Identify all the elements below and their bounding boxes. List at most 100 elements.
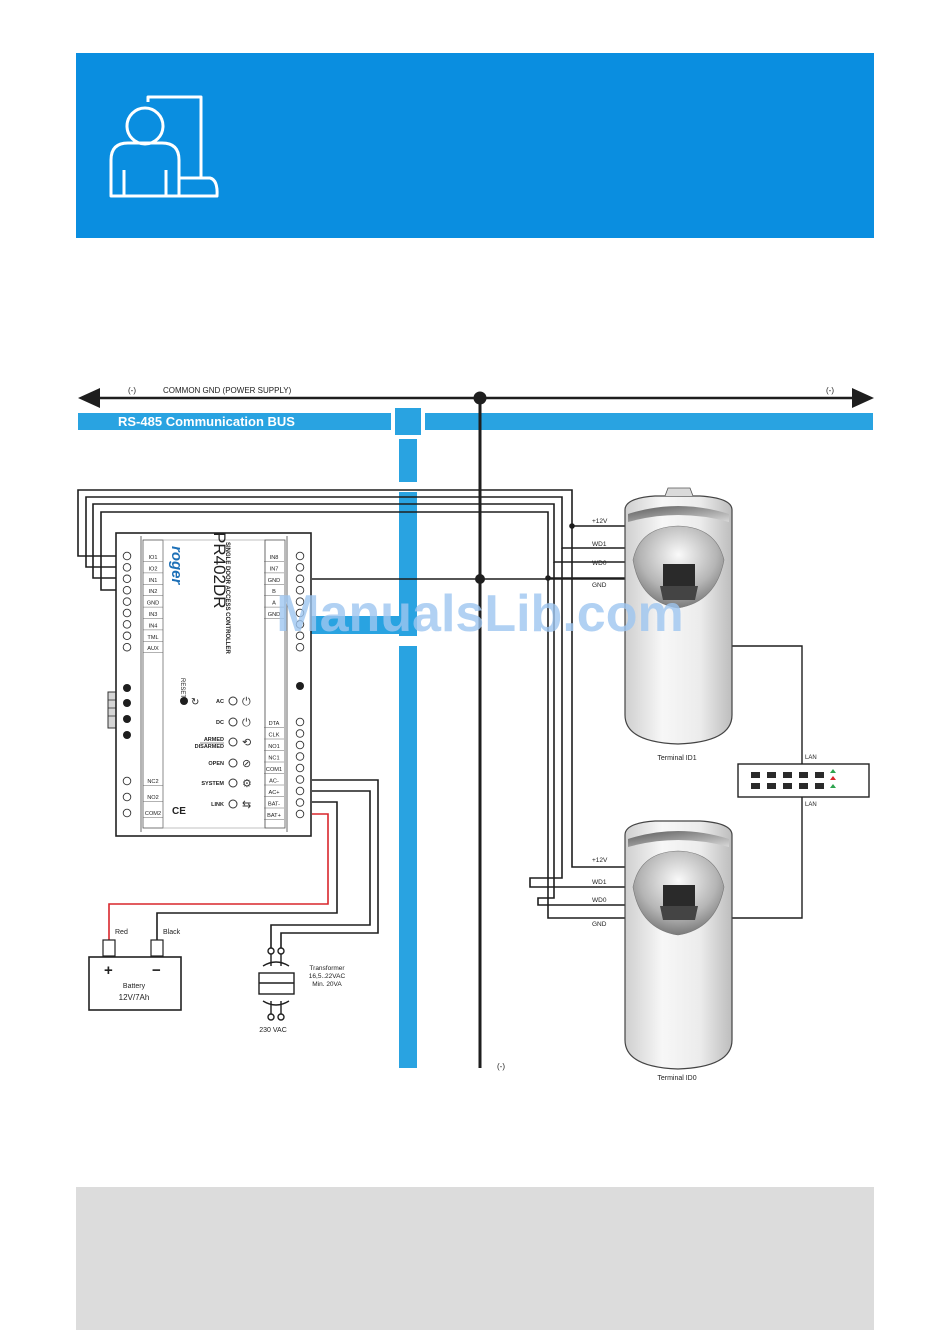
led-system-label: SYSTEM	[201, 781, 224, 787]
terminal-screw	[122, 597, 132, 606]
terminal-screw	[122, 608, 132, 618]
terminal-label: AC-	[269, 779, 279, 785]
network-switch	[737, 763, 870, 798]
terminal-screw	[122, 631, 132, 641]
common-gnd-bus	[78, 388, 874, 408]
terminal-screw	[295, 597, 305, 606]
terminal-label: IN3	[149, 612, 158, 618]
battery-minus: −	[152, 962, 161, 979]
reset-icon: ↻	[191, 697, 199, 708]
controller-subtitle: SINGLE DOOR ACCESS CONTROLLER	[224, 542, 230, 654]
terminal-screw	[295, 786, 305, 796]
rs485-bus	[78, 408, 873, 1068]
terminal-screw	[295, 740, 305, 750]
battery-name: Battery	[123, 983, 146, 990]
header-band	[76, 53, 874, 238]
wire-junction	[545, 575, 551, 581]
led-armed	[228, 737, 238, 747]
terminal-screw	[295, 642, 305, 652]
terminal1-wires	[77, 489, 625, 591]
t0-wire-wd0: WD0	[592, 897, 607, 904]
battery-red-label: Red	[115, 929, 128, 936]
controller	[107, 532, 312, 837]
t0-wire-wd1: WD1	[592, 879, 607, 886]
terminal-screw	[122, 563, 132, 572]
ce-mark: CE	[172, 806, 186, 817]
controller-model: PR402DR	[210, 532, 229, 609]
terminal-label: IO1	[148, 555, 157, 561]
transformer-spec2: Min. 20VA	[312, 981, 342, 988]
terminal-id1	[624, 487, 733, 745]
transformer-spec1: 16,5..22VAC	[309, 973, 346, 980]
system-icon: ⚙	[242, 778, 252, 790]
terminal-screw	[295, 763, 305, 773]
battery-black-label: Black	[163, 929, 181, 936]
terminal-id0-caption: Terminal ID0	[657, 1075, 696, 1082]
reset-button[interactable]	[180, 697, 188, 705]
terminal-label: BAT-	[268, 802, 280, 808]
t0-wire-gnd: GND	[592, 921, 607, 928]
terminal-screw	[295, 585, 305, 595]
terminal-label: CLK	[269, 733, 280, 739]
terminal-label: AC+	[268, 790, 279, 796]
terminal-label: IN8	[270, 555, 279, 561]
led-link-label: LINK	[211, 802, 224, 808]
power-icon: ⏻	[242, 717, 251, 729]
t1-wire-wd0: WD0	[592, 560, 607, 567]
terminal-label: GND	[268, 612, 280, 618]
arm-icon: ⟲	[242, 737, 251, 749]
wire-junction	[569, 523, 575, 529]
battery-plus: +	[104, 962, 113, 979]
led-dc	[228, 717, 238, 727]
terminal-label: NC1	[268, 756, 279, 762]
terminal-label: BAT+	[267, 813, 281, 819]
open-icon: ⊘	[242, 758, 251, 770]
terminal-label: NO1	[268, 744, 280, 750]
gnd-bottom-label: (-)	[497, 1062, 505, 1071]
terminal0-wires	[529, 526, 625, 919]
t1-wire-12v: +12V	[592, 518, 608, 525]
gnd-bus-label: COMMON GND (POWER SUPPLY)	[163, 386, 292, 395]
terminal-screw	[295, 809, 305, 819]
led-ac	[228, 696, 238, 706]
controller-left-pins	[122, 551, 132, 818]
terminal-screw	[295, 798, 305, 807]
terminal-label: NC2	[147, 779, 158, 785]
terminal-label: GND	[147, 601, 159, 607]
t0-wire-12v: +12V	[592, 857, 608, 864]
terminal-label: COM2	[145, 811, 161, 817]
led-disarmed-label: DISARMED	[195, 744, 224, 750]
terminal-id1-caption: Terminal ID1	[657, 755, 696, 762]
terminal-screw	[122, 776, 132, 786]
terminal-screw	[295, 752, 305, 761]
led-panel: AC ⏻ DC ⏻ ARMED DISARMED ⟲ OPEN ⊘ SYSTEM…	[195, 696, 252, 811]
t1-wire-gnd: GND	[592, 582, 607, 589]
terminal-id0	[624, 820, 733, 1070]
transformer-mains: 230 VAC	[259, 1027, 287, 1034]
terminal-screw	[295, 620, 305, 629]
terminal-screw	[295, 717, 305, 727]
terminal-screw	[295, 608, 305, 618]
led-open-label: OPEN	[208, 761, 224, 767]
terminal-label: GND	[268, 578, 280, 584]
transformer	[258, 947, 295, 1021]
lan-wires	[730, 645, 803, 919]
terminal-screw	[295, 729, 305, 738]
transformer-name: Transformer	[309, 965, 345, 972]
terminal-label: B	[272, 589, 276, 595]
t1-wire-wd1: WD1	[592, 541, 607, 548]
terminal-label: IO2	[148, 566, 157, 572]
led-ac-label: AC	[216, 699, 224, 705]
terminal-screw	[122, 620, 132, 629]
link-icon: ⇆	[242, 799, 251, 811]
rs485-label: RS-485 Communication BUS	[118, 414, 295, 429]
terminal-screw	[122, 808, 132, 818]
led-link	[228, 799, 238, 809]
terminal-screw	[122, 551, 132, 561]
terminal-label: IN4	[149, 623, 158, 629]
terminal-screw	[295, 563, 305, 572]
battery	[88, 939, 182, 1011]
led-open	[228, 758, 238, 768]
